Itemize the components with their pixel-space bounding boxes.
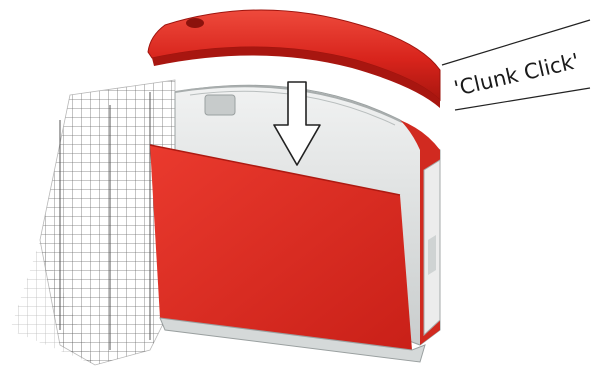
- wire-mesh-run: [10, 80, 175, 365]
- annotation-callout: 'Clunk Click': [442, 20, 590, 110]
- roof-handle-hole: [186, 18, 204, 28]
